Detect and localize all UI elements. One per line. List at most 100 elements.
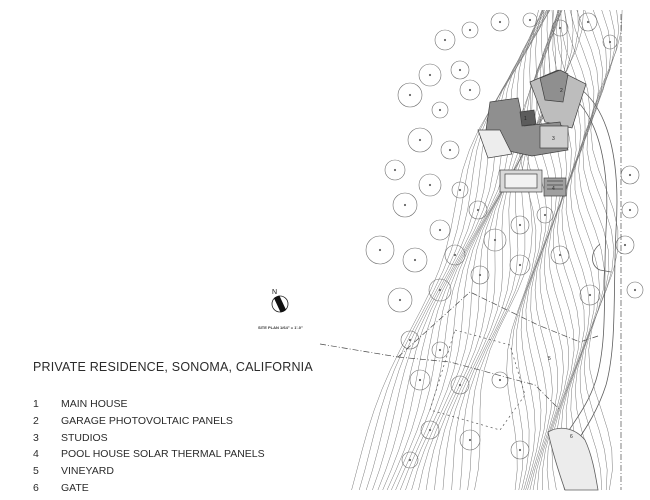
legend-label: STUDIOS <box>61 431 108 444</box>
contour-line <box>351 9 539 491</box>
main-house-core <box>519 109 537 127</box>
tree <box>440 140 460 160</box>
pool-house <box>543 177 567 197</box>
tree-trunk <box>628 173 632 177</box>
tree-trunk <box>623 243 627 247</box>
contour-line <box>391 9 547 491</box>
tree <box>434 29 456 51</box>
tree-trunk <box>428 428 432 432</box>
tree <box>621 201 639 219</box>
legend-item: 5 VINEYARD <box>33 463 265 480</box>
tree-trunk <box>393 168 397 172</box>
tree-trunk <box>438 288 442 292</box>
tree <box>509 254 531 276</box>
tree-trunk <box>558 253 562 257</box>
tree <box>468 200 488 220</box>
tree <box>620 165 640 185</box>
tree <box>392 192 418 218</box>
contour-line <box>579 9 615 491</box>
contour-line <box>358 9 544 491</box>
vineyard-boundary-lower <box>397 356 561 411</box>
tree <box>522 12 538 28</box>
north-arrow-circle <box>271 295 289 313</box>
tree <box>418 63 442 87</box>
tree-trunk <box>408 93 412 97</box>
legend-item: 3 STUDIOS <box>33 430 265 447</box>
legend-number: 3 <box>33 431 39 444</box>
legend-number: 2 <box>33 414 39 427</box>
tree-trunk <box>588 293 592 297</box>
tree-trunk <box>408 338 412 342</box>
plan-markers: 1 2 3 4 5 6 <box>524 88 573 440</box>
tree-trunk <box>478 273 482 277</box>
tree <box>602 34 618 50</box>
page-title: PRIVATE RESIDENCE, SONOMA, CALIFORNIA <box>33 360 313 374</box>
tree-trunk <box>428 73 432 77</box>
contour-line <box>382 9 551 491</box>
legend-label: GARAGE PHOTOVOLTAIC PANELS <box>61 414 233 427</box>
tree <box>491 371 509 389</box>
tree <box>400 330 420 350</box>
tree <box>365 235 395 265</box>
vineyard-area <box>429 329 526 431</box>
tree-trunk <box>498 20 502 24</box>
legend-item: 2 GARAGE PHOTOVOLTAIC PANELS <box>33 413 265 430</box>
tree-trunk <box>468 88 472 92</box>
tree-trunk <box>403 203 407 207</box>
tree-trunk <box>468 438 472 442</box>
contour-line <box>399 9 544 491</box>
tree <box>483 228 507 252</box>
north-label: N <box>272 289 277 296</box>
tree <box>384 159 406 181</box>
legend-label: MAIN HOUSE <box>61 398 128 410</box>
tree-trunk <box>398 298 402 302</box>
tree-trunk <box>443 38 447 42</box>
contour-line <box>574 9 612 491</box>
marker-6: 6 <box>570 434 573 440</box>
gate-area <box>547 427 599 491</box>
tree-trunk <box>468 28 472 32</box>
north-arrow: N <box>271 289 289 313</box>
tree-trunk <box>543 213 547 217</box>
marker-4: 4 <box>552 186 555 192</box>
tree <box>450 375 470 395</box>
tree-trunk <box>498 378 502 382</box>
tree-trunk <box>438 108 442 112</box>
studios <box>539 125 569 149</box>
tree <box>431 341 449 359</box>
trees <box>365 12 644 469</box>
legend-number: 1 <box>33 398 39 410</box>
tree-trunk <box>438 348 442 352</box>
tree <box>450 60 470 80</box>
marker-5: 5 <box>548 356 551 362</box>
tree-trunk <box>518 263 522 267</box>
contour-line <box>583 9 619 491</box>
buildings <box>477 69 587 197</box>
tree <box>510 440 530 460</box>
marker-1: 1 <box>524 116 527 122</box>
tree <box>451 181 469 199</box>
tree <box>409 369 431 391</box>
tree-trunk <box>633 288 637 292</box>
tree <box>490 12 510 32</box>
legend-number: 6 <box>33 481 39 494</box>
tree <box>615 235 635 255</box>
tree-trunk <box>438 228 442 232</box>
legend-label: VINEYARD <box>61 465 114 478</box>
legend-number: 5 <box>33 465 39 478</box>
tree <box>401 451 419 469</box>
tree-trunk <box>458 68 462 72</box>
tree <box>470 265 490 285</box>
legend-item: 1 MAIN HOUSE <box>33 396 265 413</box>
contour-line <box>511 9 559 491</box>
tree <box>387 287 413 313</box>
driveway-edge-west <box>565 95 608 436</box>
tree <box>428 278 452 302</box>
property-boundary <box>319 14 622 490</box>
contour-line <box>551 9 591 491</box>
contour-line <box>506 9 554 491</box>
tree-trunk <box>518 448 522 452</box>
driveway-edge-east <box>577 89 618 441</box>
tree <box>551 19 569 37</box>
